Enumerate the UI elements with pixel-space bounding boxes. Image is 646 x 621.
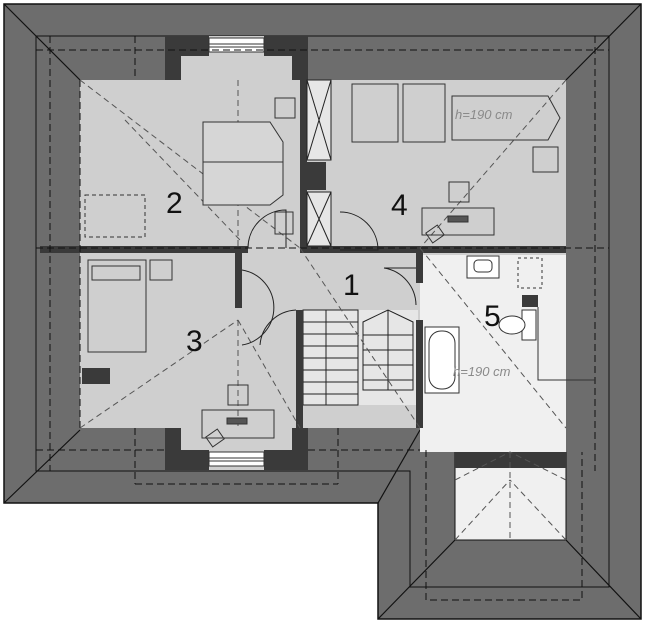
bathroom-fixtures [424,255,595,394]
room-number-5: 5 [484,300,501,333]
room-2-furniture [84,97,296,238]
dashed-lines [36,36,609,601]
room-4-furniture [351,83,561,244]
roof-ridges [3,3,642,620]
doors [241,209,417,346]
height-note-bath: h=190 cm [453,364,511,379]
room-number-2: 2 [166,187,183,220]
shafts [306,79,332,247]
room-3-furniture [87,259,275,448]
room-number-3: 3 [186,325,203,358]
room-number-1: 1 [343,269,360,302]
height-note-room-4: h=190 cm [455,107,513,122]
room-number-4: 4 [391,189,408,222]
windows [208,37,265,467]
